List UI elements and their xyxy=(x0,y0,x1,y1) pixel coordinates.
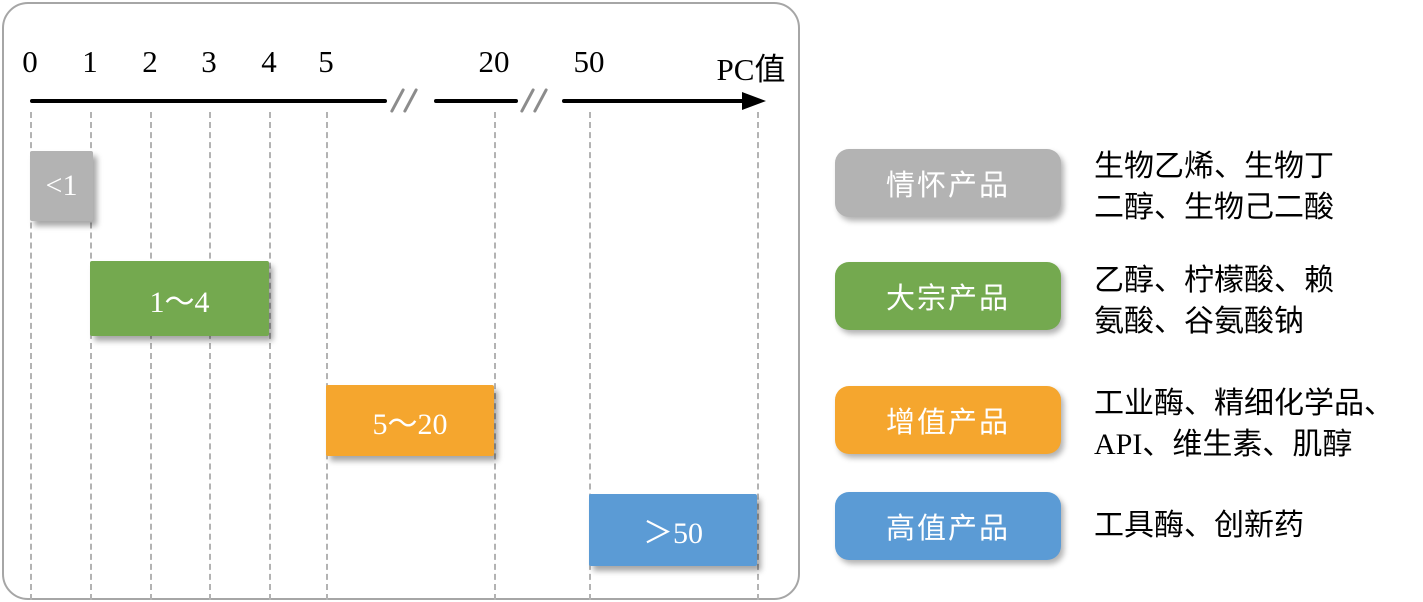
gridline-end xyxy=(757,112,759,600)
legend-pill-value-added-products: 增值产品 xyxy=(835,386,1061,454)
axis-tick-1: 1 xyxy=(82,44,98,79)
gridline-4 xyxy=(269,112,271,600)
axis-arrow-icon xyxy=(742,92,766,110)
axis-tick-5: 5 xyxy=(318,44,334,79)
range-box-over-50: ＞50 xyxy=(589,494,757,566)
gridline-0 xyxy=(30,112,32,600)
range-label: 5～20 xyxy=(372,407,448,441)
gridline-3 xyxy=(209,112,211,600)
chart-panel: 0 1 2 3 4 5 20 50 PC值 <1 1～4 xyxy=(2,2,800,600)
gridline-20 xyxy=(494,112,496,600)
axis-break-icon xyxy=(402,87,419,114)
range-box-5-20: 5～20 xyxy=(326,385,494,456)
legend-pill-sentiment-products: 情怀产品 xyxy=(835,149,1061,217)
range-label: 1～4 xyxy=(149,285,210,319)
axis-title: PC值 xyxy=(716,52,786,87)
legend-desc-value-added-products: 工业酶、精细化学品、 API、维生素、肌醇 xyxy=(1094,387,1394,461)
axis-tick-2: 2 xyxy=(142,44,158,79)
legend-pill-high-value-products: 高值产品 xyxy=(835,492,1061,560)
legend-desc-sentiment-products: 生物乙烯、生物丁 二醇、生物己二酸 xyxy=(1094,150,1334,224)
legend-pill-bulk-products: 大宗产品 xyxy=(835,262,1061,330)
legend-pill-label: 情怀产品 xyxy=(885,170,1010,202)
legend-pill-label: 增值产品 xyxy=(885,407,1010,439)
legend-desc-bulk-products: 乙醇、柠檬酸、赖 氨酸、谷氨酸钠 xyxy=(1094,264,1334,338)
axis-break-icon xyxy=(532,87,549,114)
axis-tick-0: 0 xyxy=(22,44,38,79)
legend-pill-label: 高值产品 xyxy=(885,513,1010,545)
axis-line-segment xyxy=(562,99,744,103)
axis-line-segment xyxy=(434,99,518,103)
range-label: <1 xyxy=(45,169,78,202)
axis-line-segment xyxy=(30,99,387,103)
axis-tick-50: 50 xyxy=(573,44,605,79)
axis-tick-3: 3 xyxy=(201,44,217,79)
range-box-under-1: <1 xyxy=(30,151,93,221)
legend-pill-label: 大宗产品 xyxy=(885,283,1010,315)
axis-tick-4: 4 xyxy=(261,44,277,79)
gridline-1 xyxy=(90,112,92,600)
gridline-50 xyxy=(589,112,591,600)
gridline-2 xyxy=(150,112,152,600)
gridline-5 xyxy=(326,112,328,600)
legend-desc-high-value-products: 工具酶、创新药 xyxy=(1094,509,1304,542)
range-label: ＞50 xyxy=(643,517,703,550)
range-box-1-4: 1～4 xyxy=(90,261,269,336)
axis-tick-20: 20 xyxy=(478,44,510,79)
